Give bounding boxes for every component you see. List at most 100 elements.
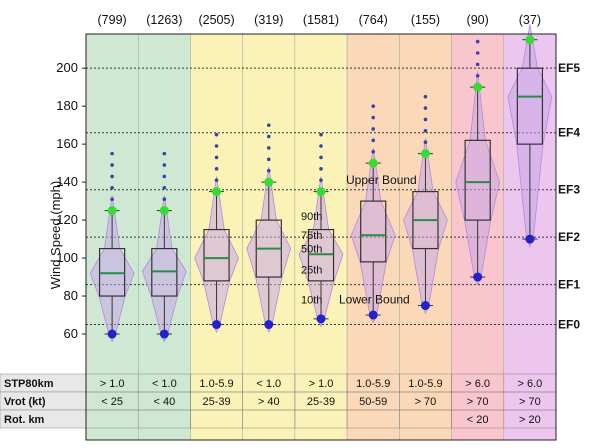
violin [141,195,187,343]
outlier [371,104,376,108]
violin [507,24,553,248]
outlier [214,132,219,137]
outlier [371,149,376,154]
upper-bound-dot [368,158,378,168]
violin [298,176,344,328]
outlier [162,163,167,167]
box [516,67,544,145]
box [203,228,230,282]
count-label: (155) [411,13,440,27]
lower-bound-dot [525,234,535,244]
outlier [162,186,167,190]
outlier [110,174,114,179]
table-cell: < 20 [467,414,489,426]
upper-bound-dot [107,206,117,216]
outlier [475,73,480,78]
table-cell: > 6.0 [465,378,490,390]
table-row-header: Vrot (kt) [4,396,46,408]
outlier [371,138,376,143]
outlier [319,167,323,171]
outlier [423,94,428,99]
annotation-label: 75th [301,230,322,242]
outlier [214,155,219,160]
outlier [423,140,428,145]
y-tick-label: 200 [56,60,78,75]
upper-bound-dot [159,206,169,216]
ef-label: EF4 [558,126,580,140]
ef-label: EF2 [558,230,580,244]
outlier [214,144,219,148]
upper-bound-dot [264,177,274,187]
table-cell: < 40 [153,396,175,408]
box-plots [89,24,553,343]
lower-bound-dot [264,320,274,330]
outlier [214,178,219,183]
table-cell: 1.0-5.9 [356,378,390,390]
upper-bound-dot [316,187,326,197]
ef-label: EF0 [558,318,580,332]
count-labels: (799)(1263)(2505)(319)(1581)(764)(155)(9… [98,13,541,27]
count-label: (1263) [146,13,182,27]
outlier [110,151,114,156]
count-label: (1581) [303,13,339,27]
outlier [266,146,271,150]
outlier [266,134,271,139]
table-cell: 1.0-5.9 [199,378,233,390]
outlier [371,115,376,120]
count-label: (37) [519,13,541,27]
y-tick-label: 80 [64,288,78,303]
upper-bound-dot [420,149,430,159]
table-cell: > 1.0 [309,378,334,390]
table-cell: < 1.0 [152,378,177,390]
violin [89,195,135,343]
lower-bound-dot [107,329,117,339]
table-cell: > 70 [519,396,541,408]
box [360,200,387,263]
outlier [266,123,271,127]
table-cell: > 70 [415,396,437,408]
outlier [214,167,219,171]
upper-bound-dot [212,187,222,197]
annotation-label: 10th [301,295,322,307]
y-tick-label: 60 [64,326,78,341]
table-cell: > 1.0 [100,378,125,390]
violin [403,138,448,315]
y-tick-label: 140 [56,174,78,189]
lower-bound-dot [159,329,169,339]
table-cell: < 25 [101,396,123,408]
upper-bound-dot [525,35,535,45]
ef-label: EF1 [558,278,580,292]
y-tick-label: 120 [56,212,78,227]
outlier [162,151,167,156]
box [464,139,491,221]
outlier [110,197,114,202]
table-cell: > 20 [519,414,541,426]
lower-bound-dot [420,301,430,311]
ef-label: EF3 [558,183,580,197]
outlier [423,117,428,122]
annotation-label: Upper Bound [346,173,417,187]
annotation-label: 25th [301,264,322,276]
outlier [110,163,114,167]
y-tick-label: 180 [56,98,78,113]
outlier [423,106,428,110]
table-cell: 25-39 [202,396,230,408]
outlier [162,174,167,179]
count-label: (319) [254,13,283,27]
outlier [371,127,376,131]
outlier [319,144,323,148]
table-cell: 50-59 [359,396,387,408]
violin [194,176,239,334]
table-cell: > 40 [258,396,280,408]
outlier [110,186,114,190]
table-cell: < 1.0 [256,378,281,390]
lower-bound-dot [368,310,378,320]
count-label: (799) [98,13,127,27]
violin [455,71,501,286]
count-label: (2505) [198,13,234,27]
outlier [319,132,323,137]
outlier [266,168,271,173]
